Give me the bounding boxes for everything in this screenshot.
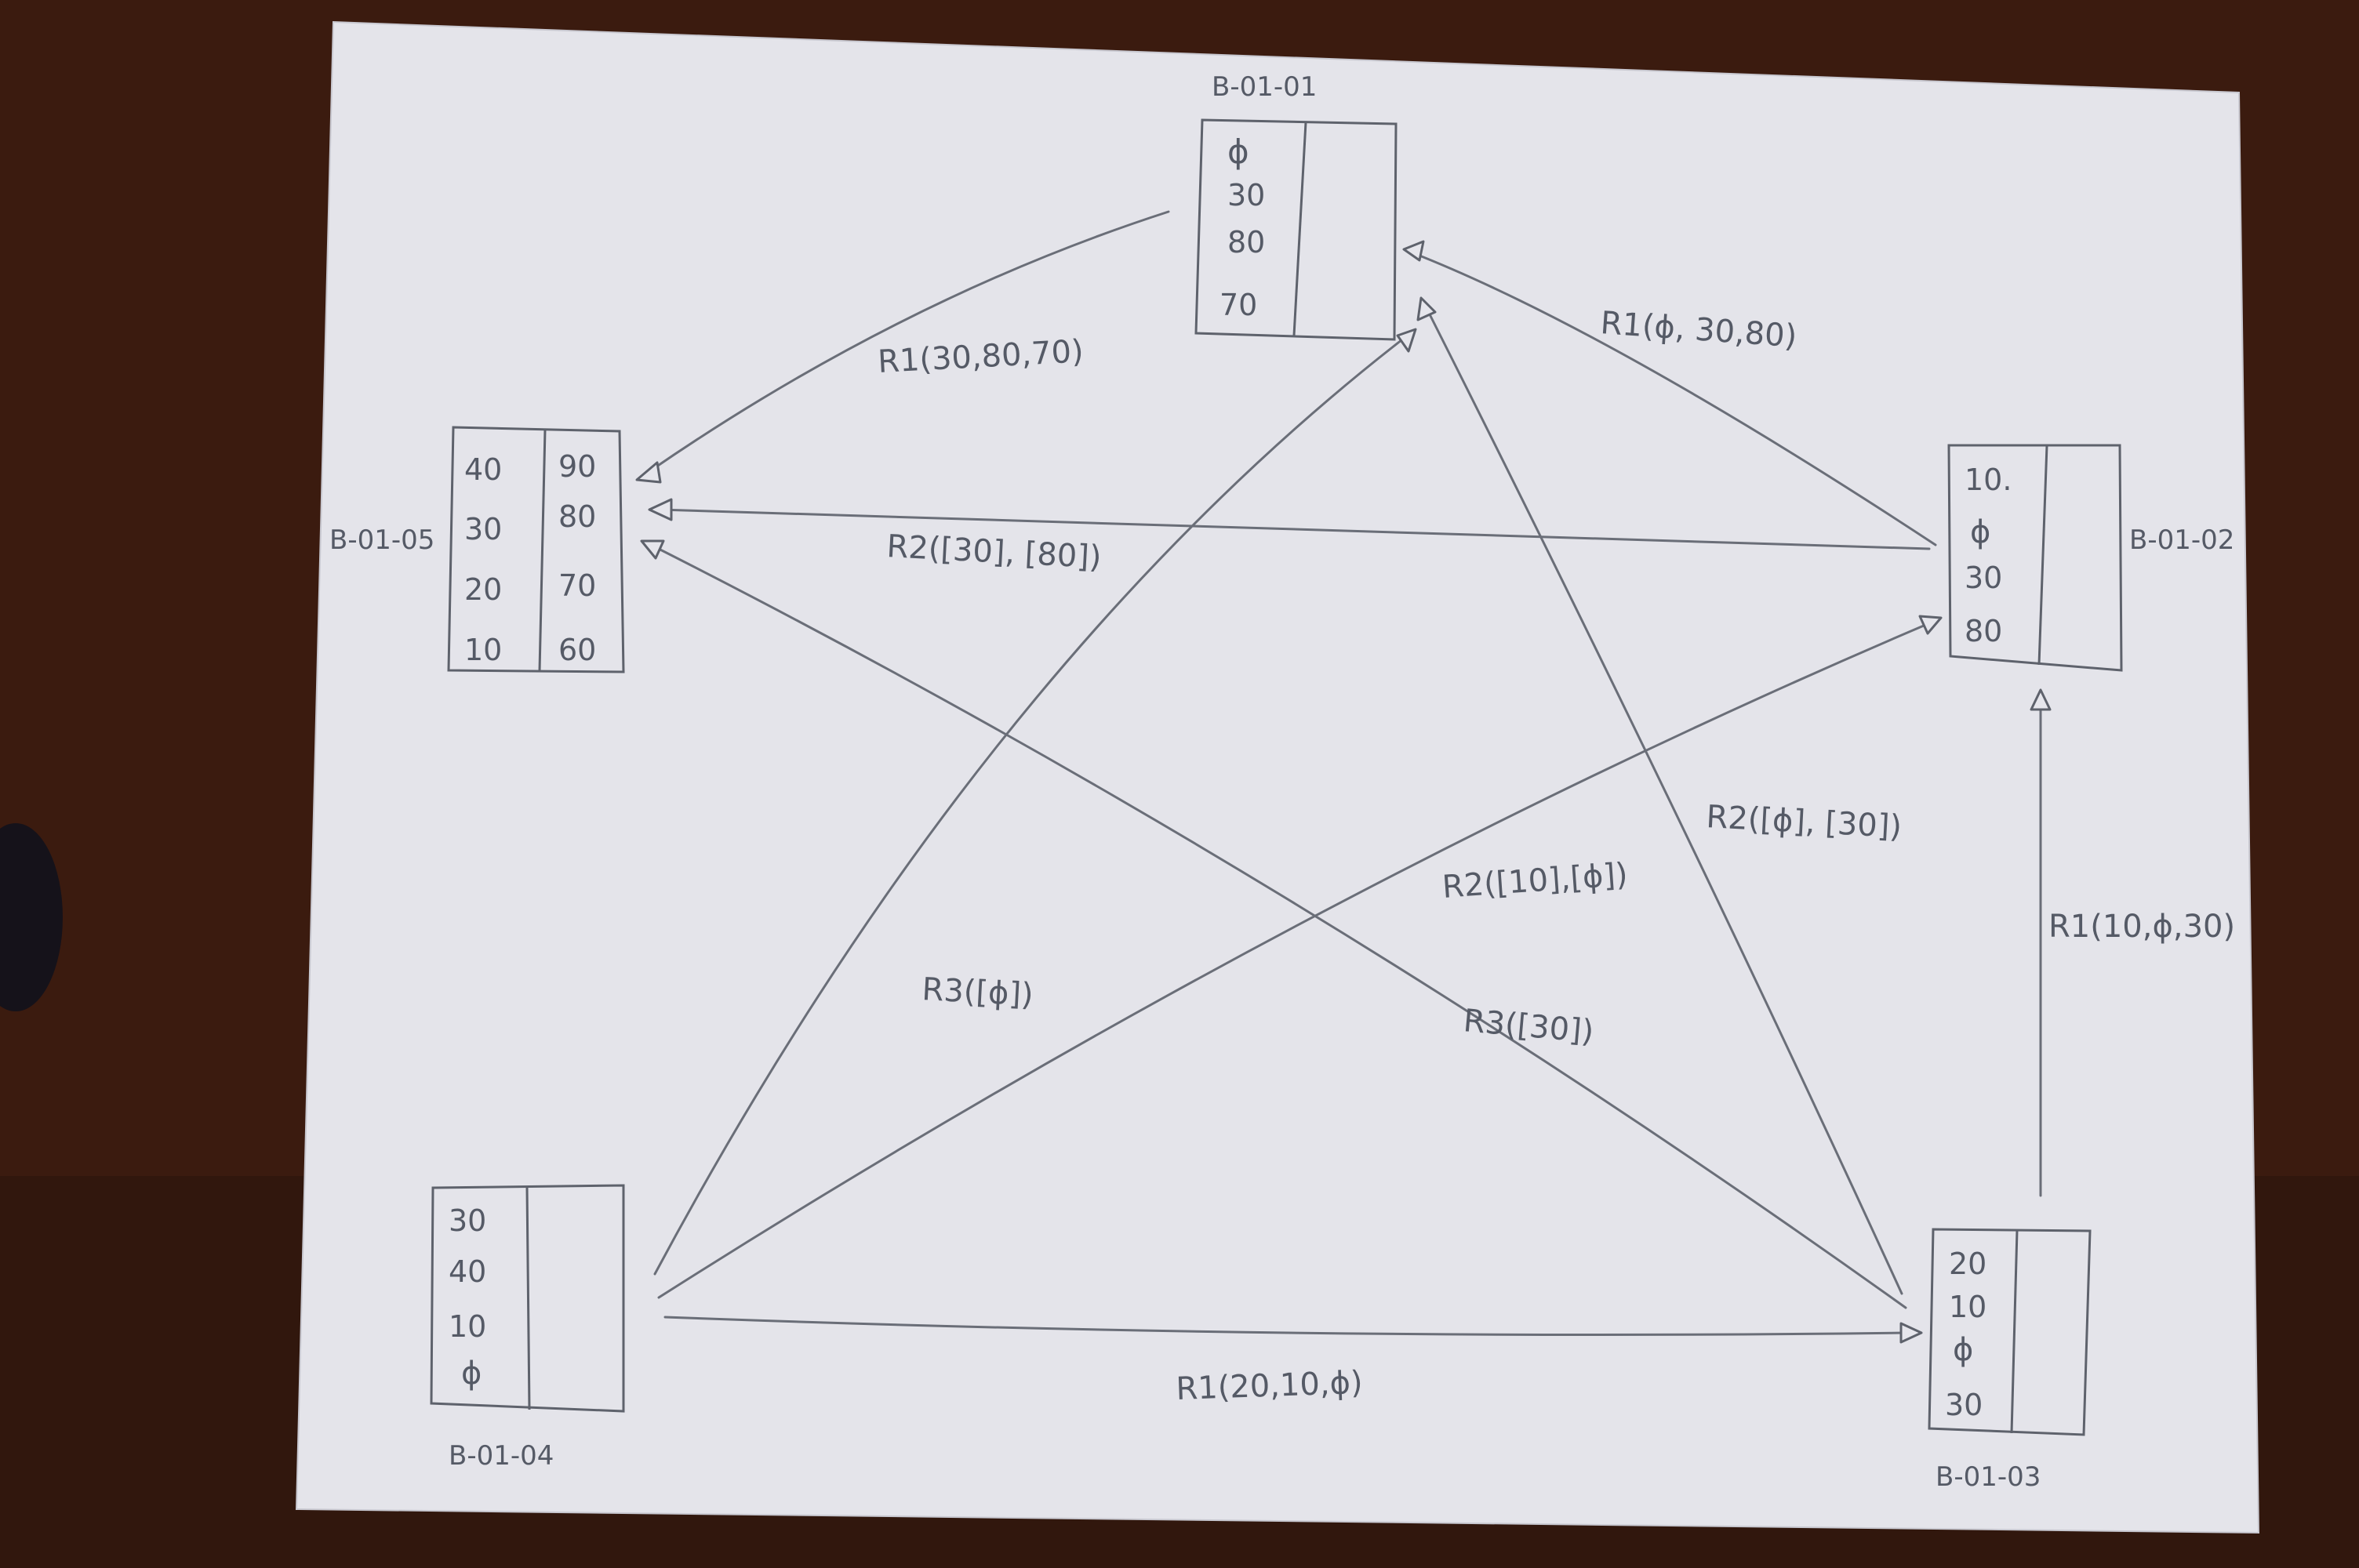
node-box bbox=[1928, 1228, 2092, 1436]
node-b-01-05: B-01-05 40 30 20 10 90 80 70 60 bbox=[329, 426, 625, 673]
node-value: 10 bbox=[449, 1309, 486, 1344]
paper-edge bbox=[295, 20, 2260, 1534]
node-value: 90 bbox=[558, 449, 596, 484]
node-value: 60 bbox=[558, 633, 596, 667]
edges bbox=[635, 210, 2052, 1344]
node-value: ϕ bbox=[1970, 514, 1990, 550]
arrowhead-b0105-a bbox=[635, 461, 662, 484]
edge-label: R1(10,ϕ,30) bbox=[2048, 909, 2235, 945]
node-divider bbox=[2037, 445, 2048, 666]
node-value: 30 bbox=[449, 1203, 486, 1238]
node-value: 10 bbox=[1949, 1290, 1986, 1324]
node-value: 20 bbox=[1949, 1247, 1986, 1281]
node-value: 70 bbox=[558, 568, 596, 603]
node-b-01-02: B-01-02 10. ϕ 30 80 bbox=[1947, 444, 2234, 672]
node-b-01-04: B-01-04 30 40 10 ϕ bbox=[430, 1184, 625, 1472]
arrowhead-b0103-a bbox=[1899, 1322, 1923, 1344]
arrowhead-b0101-a bbox=[1402, 240, 1425, 262]
node-label: B-01-02 bbox=[2129, 524, 2234, 556]
node-b-01-01: B-01-01 ϕ 30 80 70 bbox=[1194, 71, 1398, 341]
node-value: 30 bbox=[1945, 1388, 1983, 1422]
node-value: 30 bbox=[1965, 561, 2002, 595]
edge-label: R1(20,10,ϕ) bbox=[1176, 1365, 1364, 1407]
edge-b0103-to-b0101 bbox=[1426, 308, 1903, 1295]
node-value: 10 bbox=[464, 633, 502, 667]
node-value: ϕ bbox=[1953, 1332, 1973, 1368]
node-value: 30 bbox=[464, 512, 502, 546]
node-value: 20 bbox=[464, 572, 502, 607]
edge-b0103-to-b0105 bbox=[649, 543, 1907, 1309]
node-box bbox=[430, 1184, 625, 1413]
node-label: B-01-03 bbox=[1936, 1461, 2041, 1493]
node-box bbox=[1194, 118, 1398, 341]
node-value: ϕ bbox=[461, 1356, 482, 1392]
node-label: B-01-01 bbox=[1212, 71, 1317, 103]
node-value: 80 bbox=[558, 499, 596, 534]
paper-sheet bbox=[296, 22, 2259, 1533]
edge-label: R3([ϕ]) bbox=[921, 971, 1034, 1013]
edge-b0102-to-b0105 bbox=[657, 508, 1931, 550]
node-value: 80 bbox=[1965, 614, 2002, 648]
node-divider bbox=[1292, 122, 1307, 336]
edge-b0104-to-b0102 bbox=[657, 622, 1931, 1299]
edge-b0104-to-b0103 bbox=[663, 1316, 1907, 1336]
node-value: ϕ bbox=[1227, 132, 1249, 171]
dark-object bbox=[0, 823, 63, 1011]
node-value: 80 bbox=[1227, 225, 1265, 260]
node-label: B-01-05 bbox=[329, 524, 434, 556]
node-value: 40 bbox=[449, 1254, 486, 1289]
node-b-01-03: B-01-03 20 10 ϕ 30 bbox=[1928, 1228, 2092, 1493]
edge-b0101-to-b0105 bbox=[649, 210, 1170, 472]
arrowhead-b0105-c bbox=[640, 539, 665, 560]
node-box bbox=[447, 426, 625, 673]
node-value: 40 bbox=[464, 452, 502, 487]
node-box bbox=[1947, 444, 2123, 672]
node-divider bbox=[2010, 1229, 2019, 1434]
node-value: 70 bbox=[1219, 288, 1257, 322]
edge-b0104-to-b0101 bbox=[653, 336, 1407, 1276]
node-value: 30 bbox=[1227, 178, 1265, 212]
node-divider bbox=[525, 1186, 531, 1410]
node-label: B-01-04 bbox=[449, 1440, 554, 1472]
edge-b0102-to-b0101 bbox=[1410, 251, 1937, 546]
arrowhead-b0101-c bbox=[1396, 328, 1417, 353]
arrowhead-b0102-a bbox=[2030, 688, 2052, 711]
node-divider bbox=[538, 429, 547, 672]
node-value: 10. bbox=[1965, 463, 2012, 497]
arrowhead-b0105-b bbox=[648, 498, 673, 521]
arrowhead-b0102-b bbox=[1918, 615, 1943, 635]
arrowhead-b0101-b bbox=[1416, 296, 1437, 321]
